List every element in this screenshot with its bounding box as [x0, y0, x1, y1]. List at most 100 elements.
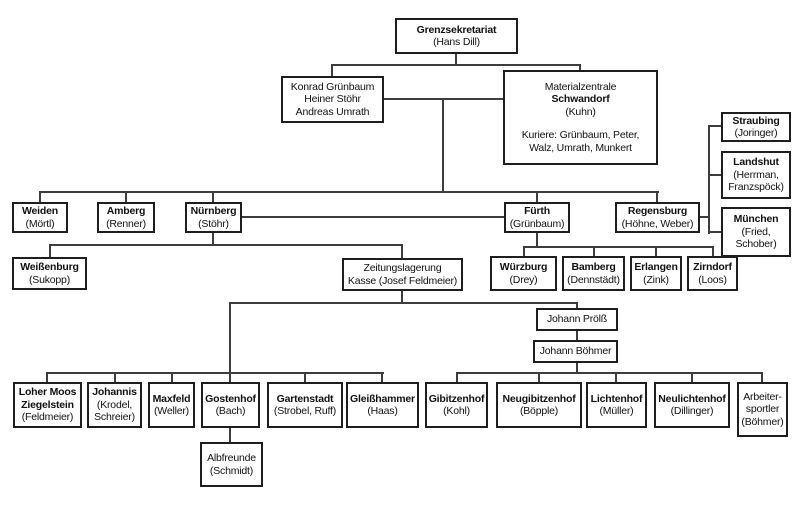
node-subtitle: (Kohl) [443, 405, 470, 417]
node-johannis: Johannis (Krodel, Schreier) [87, 382, 142, 428]
connector-line [114, 372, 116, 383]
node-title: Gostenhof [205, 392, 256, 405]
connector-line [708, 125, 722, 127]
node-text: Arbeiter- sportler (Böhmer) [741, 390, 784, 428]
node-kuriere: Kuriere: Grünbaum, Peter, Walz, Umrath, … [521, 129, 640, 154]
connector-line [656, 191, 658, 203]
node-subtitle: (Zink) [643, 273, 669, 286]
node-loher-moos-ziegelstein: Loher Moos Ziegelstein (Feldmeier) [13, 382, 82, 428]
node-title: Landshut [733, 156, 779, 169]
node-johann-proelss: Johann Prölß [536, 308, 618, 331]
connector-line [401, 291, 403, 304]
node-title: Schwandorf [551, 93, 610, 106]
node-subtitle: (Sukopp) [28, 273, 70, 286]
node-subtitle: (Dillinger) [670, 405, 714, 417]
node-subtitle: (Höhne, Weber) [621, 217, 694, 230]
node-title: Johannis [92, 386, 137, 399]
node-zeitungslagerung: Zeitungslagerung Kasse (Josef Feldmeier) [342, 258, 463, 291]
node-title: Regensburg [627, 205, 688, 217]
node-title: Weißenburg [20, 261, 79, 273]
node-title: Würzburg [499, 261, 548, 273]
node-title: Fürth [524, 205, 550, 217]
connector-line [49, 244, 51, 258]
connector-line [229, 302, 231, 383]
node-subtitle: (Bach) [215, 405, 246, 417]
connector-line [212, 191, 214, 203]
connector-line [579, 64, 581, 72]
node-subtitle: (Joringer) [734, 127, 778, 139]
connector-line [708, 125, 710, 234]
node-gibitzenhof: Gibitzenhof (Kohl) [425, 382, 488, 428]
node-neugibitzenhof: Neugibitzenhof (Böpple) [496, 382, 582, 428]
node-text: Konrad Grünbaum Heiner Stöhr Andreas Umr… [290, 80, 375, 118]
node-subtitle: (Loos) [698, 273, 727, 286]
node-text: Albfreunde (Schmidt) [207, 452, 256, 477]
node-neulichtenhof: Neulichtenhof (Dillinger) [654, 382, 730, 428]
node-title: Gartenstadt [276, 392, 334, 405]
connector-line [593, 246, 595, 257]
connector-line [691, 372, 693, 383]
node-title: Gibitzenhof [428, 392, 485, 405]
node-lichtenhof: Lichtenhof (Müller) [586, 382, 647, 428]
node-maxfeld: Maxfeld (Weller) [148, 382, 195, 428]
node-subtitle: (Grünbaum) [509, 217, 565, 230]
node-subtitle: (Herrman, Franzspöck) [728, 168, 784, 194]
connector-line [708, 174, 722, 176]
node-subtitle: (Dennstädt) [567, 273, 620, 286]
node-subtitle: (Strobel, Ruff) [273, 405, 337, 417]
node-title: Erlangen [634, 261, 678, 273]
connector-line [708, 231, 722, 233]
connector-line [523, 246, 714, 248]
node-subtitle: (Kuhn) [565, 105, 596, 118]
connector-line [761, 372, 763, 383]
node-text: Zeitungslagerung Kasse (Josef Feldmeier) [347, 262, 458, 287]
connector-line [242, 216, 504, 218]
node-title: Neulichtenhof [658, 392, 726, 405]
node-subtitle: (Weller) [154, 405, 189, 417]
node-subtitle: (Haas) [367, 405, 398, 417]
node-title: Weiden [22, 205, 58, 217]
node-fuerth: Fürth (Grünbaum) [504, 202, 570, 233]
node-subtitle: (Fried, Schober) [735, 225, 777, 251]
connector-line [536, 191, 538, 203]
connector-line [615, 372, 617, 383]
connector-line [125, 191, 127, 203]
node-gartenstadt: Gartenstadt (Strobel, Ruff) [267, 382, 343, 428]
node-amberg: Amberg (Renner) [97, 202, 155, 233]
node-title: Gleißhammer [350, 392, 415, 405]
node-subtitle: (Renner) [106, 217, 146, 230]
node-title: Lichtenhof [590, 392, 643, 405]
node-materialzentrale: Materialzentrale Schwandorf (Kuhn) Kurie… [503, 70, 658, 165]
node-bamberg: Bamberg (Dennstädt) [562, 256, 625, 291]
connector-line [331, 64, 333, 77]
node-subtitle: (Feldmeier) [21, 411, 74, 424]
node-weiden: Weiden (Mörtl) [12, 202, 68, 233]
node-pretitle: Materialzentrale [544, 80, 617, 93]
connector-line [455, 53, 457, 66]
node-title: Straubing [732, 114, 780, 127]
node-subtitle: (Krodel, Schreier) [94, 398, 135, 424]
connector-line [456, 372, 458, 383]
node-landshut: Landshut (Herrman, Franzspöck) [721, 151, 791, 199]
node-weissenburg: Weißenburg (Sukopp) [12, 257, 87, 290]
node-straubing: Straubing (Joringer) [721, 112, 791, 142]
node-title: München [733, 213, 779, 226]
node-wuerzburg: Würzburg (Drey) [490, 256, 557, 291]
connector-line [576, 302, 578, 309]
connector-line [229, 428, 231, 442]
connector-line [576, 363, 578, 374]
node-title: Nürnberg [190, 205, 237, 217]
node-title: Zirndorf [693, 261, 732, 273]
node-title: Grenzsekretariat [416, 23, 497, 36]
node-arbeitersportler: Arbeiter- sportler (Böhmer) [737, 382, 788, 437]
node-regensburg: Regensburg (Höhne, Weber) [615, 202, 700, 233]
node-subtitle: (Mörtl) [25, 217, 55, 230]
connector-line [46, 372, 384, 374]
node-leitung: Konrad Grünbaum Heiner Stöhr Andreas Umr… [281, 76, 384, 123]
connector-line [212, 233, 214, 246]
node-title: Bamberg [571, 261, 616, 273]
connector-line [39, 191, 41, 203]
connector-line [40, 191, 659, 193]
node-gostenhof: Gostenhof (Bach) [201, 382, 260, 428]
connector-line [523, 246, 525, 257]
